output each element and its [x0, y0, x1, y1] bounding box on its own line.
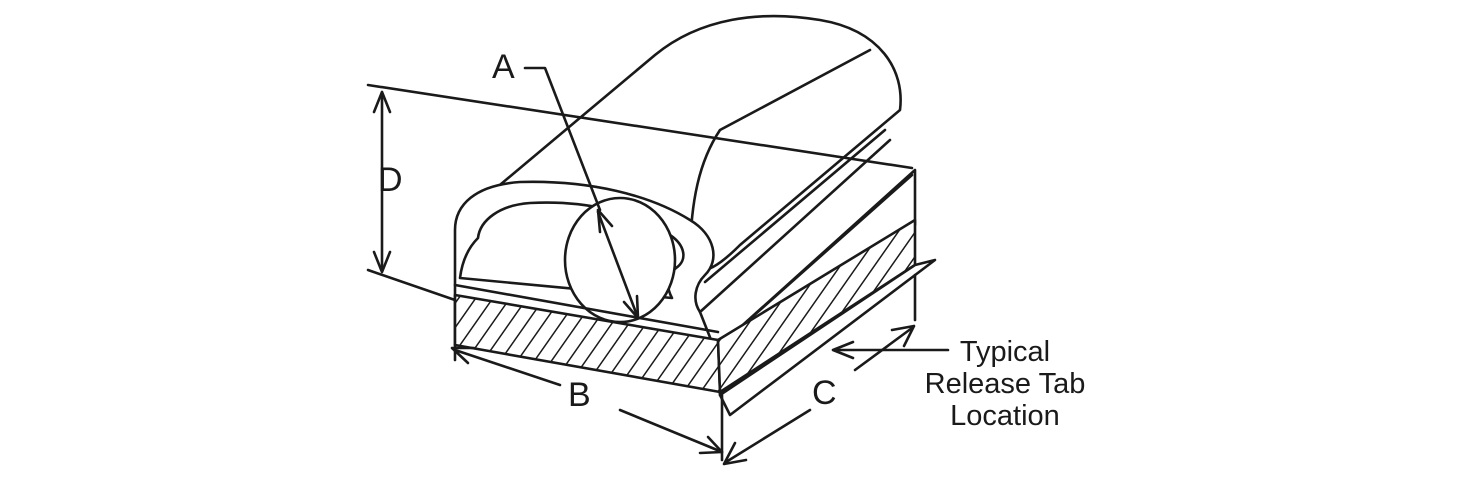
release-tab-arrow: [831, 340, 855, 360]
end-profile-inner-loop: [458, 201, 685, 300]
dim-a-line: [596, 210, 640, 320]
release-tab-note: Typical Release Tab Location: [905, 336, 1105, 432]
dim-d-arrow-top: [372, 90, 392, 114]
dim-a-leader: [523, 66, 602, 212]
dim-c-arrow-left: [722, 441, 748, 466]
label-a: A: [492, 48, 515, 86]
label-b: B: [568, 376, 591, 414]
dim-a-arrow-bottom: [622, 294, 640, 320]
dim-b-line-1: [453, 348, 562, 387]
dim-c-line-1: [724, 408, 812, 464]
dim-b-arrow-left: [450, 346, 476, 365]
dim-c-arrow-right: [890, 324, 916, 348]
dim-a-arrow-top: [596, 208, 614, 234]
label-d: D: [378, 161, 403, 199]
note-line-3: Location: [950, 400, 1060, 432]
dim-b-line-2: [618, 408, 724, 454]
note-line-2: Release Tab: [924, 368, 1086, 400]
dim-d-ext-top: [366, 83, 914, 170]
dim-d-arrow-bottom: [372, 250, 392, 274]
label-c: C: [812, 374, 837, 412]
release-liner: [718, 258, 937, 417]
dim-d-ext-bottom: [366, 268, 457, 302]
dim-b-arrow-right: [698, 435, 724, 455]
captured-cable: [563, 196, 677, 324]
note-line-1: Typical: [959, 336, 1051, 368]
